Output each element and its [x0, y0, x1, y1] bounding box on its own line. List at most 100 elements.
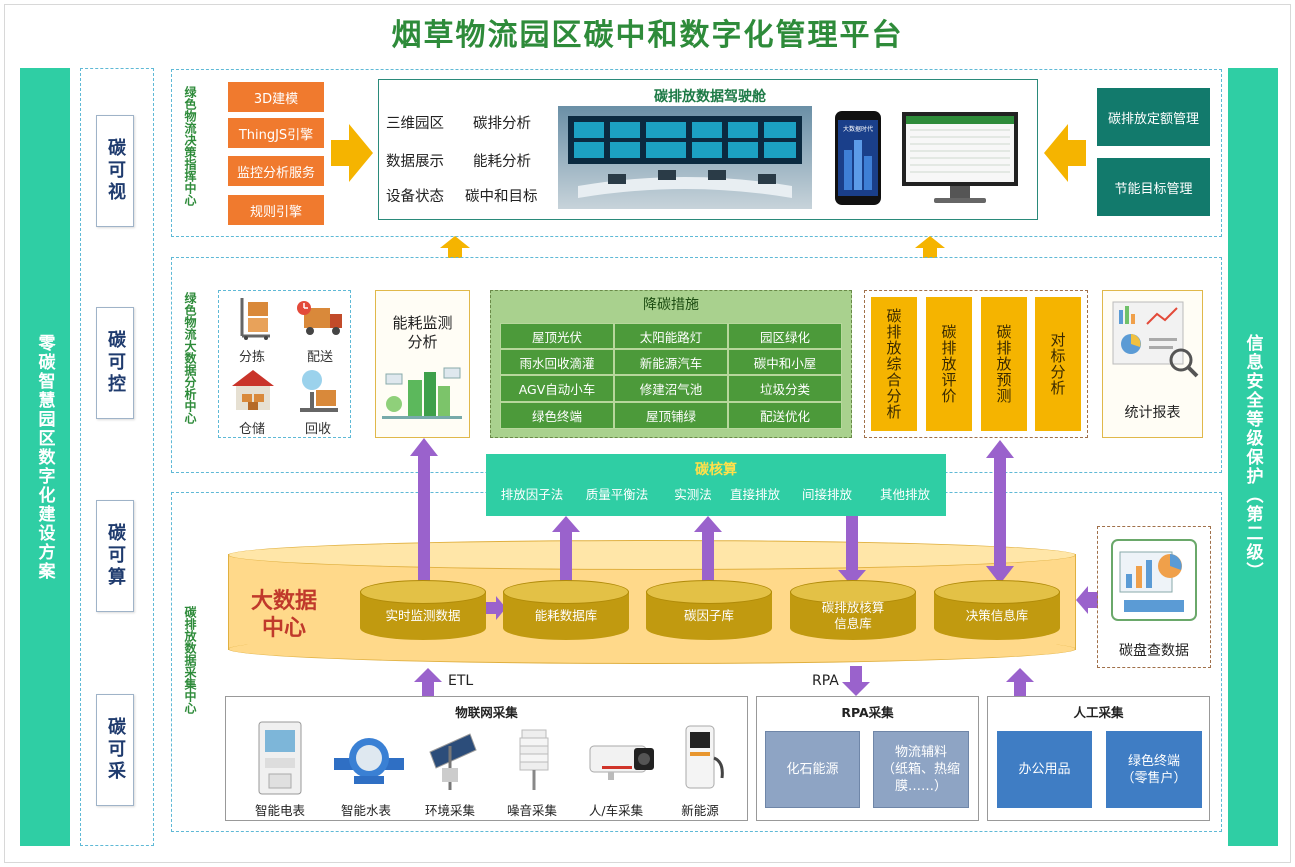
cockpit-item-energy-analysis: 能耗分析: [473, 154, 531, 170]
left-arrow-icon: [1044, 124, 1086, 182]
analysis-center-label: 绿色物流大数据分析中心: [183, 292, 197, 424]
carbon-accounting-bar: [486, 454, 946, 516]
carbon-measures-title: 降碳措施: [643, 297, 699, 313]
report-chart-icon: [1112, 301, 1199, 378]
manual-collection-box: [987, 696, 1210, 821]
monitor-image: [902, 112, 1018, 203]
energy-monitor-box: [375, 290, 470, 438]
analysis-evaluation: 碳排放评价: [926, 297, 972, 431]
rpa-collection-box: [756, 696, 979, 821]
measure-rooftop-pv: 屋顶光伏: [500, 323, 614, 349]
measure-solar-lamp: 太阳能路灯: [614, 323, 728, 349]
db-carbon-accounting: 碳排放核算 信息库: [790, 580, 916, 640]
recycle-icon: [300, 370, 338, 412]
db-energy: 能耗数据库: [503, 580, 629, 640]
db-realtime: 实时监测数据: [360, 580, 486, 640]
rpa-fossil-energy: 化石能源: [765, 731, 860, 808]
logistics-box: [218, 290, 351, 438]
rpa-logistics-materials: 物流辅料 （纸箱、热缩 膜……）: [873, 731, 969, 808]
method-measurement: 实测法: [674, 487, 712, 502]
smart-meter-icon: [258, 721, 302, 795]
method-emission-factor: 排放因子法: [500, 487, 564, 502]
measure-neutral-hut: 碳中和小屋: [728, 349, 842, 375]
cockpit-item-data-display: 数据展示: [386, 154, 444, 170]
energy-target-management: 节能目标管理: [1097, 158, 1210, 216]
db-decision-label: 决策信息库: [965, 608, 1029, 623]
logistics-delivery: 配送: [306, 350, 333, 365]
inventory-data-icon: [1111, 539, 1197, 621]
method-indirect: 间接排放: [801, 487, 852, 502]
device-environment: 环境采集: [424, 803, 475, 818]
left-sidebar: 零碳智慧园区数字化建设方案: [20, 68, 70, 846]
db-energy-label: 能耗数据库: [534, 608, 598, 623]
db-decision: 决策信息库: [934, 580, 1060, 640]
manual-office-supplies: 办公用品: [997, 731, 1092, 808]
db-realtime-label: 实时监测数据: [385, 608, 461, 623]
engine-thingjs: ThingJS引擎: [228, 118, 324, 148]
cockpit-panel: [378, 79, 1038, 220]
phone-caption: 大数据时代: [842, 126, 873, 133]
engine-3d-modeling: 3D建模: [228, 82, 324, 112]
measure-ev: 新能源汽车: [614, 349, 728, 375]
page-frame: [4, 4, 1291, 863]
device-person-vehicle: 人/车采集: [588, 803, 644, 818]
warehouse-icon: [232, 370, 274, 410]
device-new-energy: 新能源: [681, 803, 719, 818]
cockpit-item-device-status: 设备状态: [386, 189, 444, 205]
collection-center-label: 碳排放数据采集中心: [183, 606, 197, 714]
level-calculable: 碳可算: [96, 500, 134, 612]
energy-monitor-title: 能耗监测 分析: [392, 314, 453, 351]
db-carbon-factor: 碳因子库: [646, 580, 772, 640]
levels-column: [80, 68, 154, 846]
mobile-phone-image: [835, 111, 881, 205]
cockpit-item-3d-park: 三维园区: [386, 116, 444, 132]
carbon-accounting-title: 碳核算: [695, 462, 737, 478]
measure-delivery-opt: 配送优化: [728, 402, 842, 429]
environment-sensor-icon: [429, 733, 477, 790]
cockpit-item-carbon-analysis: 碳排分析: [473, 116, 531, 132]
ev-charger-icon: [685, 725, 724, 789]
measure-rainwater: 雨水回收滴灌: [500, 349, 614, 375]
measure-biogas: 修建沼气池: [614, 375, 728, 402]
analysis-box: [864, 290, 1088, 438]
measure-greening: 园区绿化: [728, 323, 842, 349]
device-noise: 噪音采集: [506, 803, 557, 818]
right-arrow-icon: [331, 124, 373, 182]
control-room-image: [558, 106, 812, 209]
measure-green-roof: 屋顶铺绿: [614, 402, 728, 429]
db-carbon-accounting-label: 碳排放核算 信息库: [821, 600, 885, 631]
cockpit-item-neutral-target: 碳中和目标: [465, 189, 538, 205]
device-smart-meter: 智能电表: [254, 803, 305, 818]
decision-center-section: [171, 69, 1222, 237]
level-controllable: 碳可控: [96, 307, 134, 419]
logistics-sorting: 分拣: [238, 350, 265, 365]
carbon-inventory-box: [1097, 526, 1211, 668]
up-arrow-icon: [440, 236, 470, 258]
carbon-inventory-label: 碳盘查数据: [1119, 643, 1189, 659]
measures-grid: 屋顶光伏 太阳能路灯 园区绿化 雨水回收滴灌 新能源汽车 碳中和小屋 AGV自动…: [500, 323, 842, 429]
camera-icon: [589, 745, 654, 780]
level-collectable: 碳可采: [96, 694, 134, 806]
decision-center-label: 绿色物流决策指挥中心: [183, 86, 197, 206]
method-mass-balance: 质量平衡法: [585, 487, 649, 502]
etl-label: ETL: [448, 673, 474, 689]
manual-collection-title: 人工采集: [1073, 705, 1124, 720]
sorting-icon: [240, 298, 270, 340]
carbon-quota-management: 碳排放定额管理: [1097, 88, 1210, 146]
logistics-recycle: 回收: [304, 422, 331, 437]
stats-report-label: 统计报表: [1124, 405, 1181, 421]
analysis-forecast: 碳排放预测: [981, 297, 1027, 431]
measure-agv: AGV自动小车: [500, 375, 614, 402]
water-meter-icon: [334, 738, 404, 784]
db-carbon-factor-label: 碳因子库: [683, 608, 734, 623]
measure-green-terminal: 绿色终端: [500, 402, 614, 429]
delivery-truck-icon: [297, 301, 342, 335]
bigdata-label: 大数据 中心: [250, 589, 317, 641]
right-sidebar: 信息安全等级保护（第二级）: [1228, 68, 1278, 846]
rpa-collection-title: RPA采集: [841, 705, 894, 720]
iot-collection-title: 物联网采集: [455, 705, 518, 720]
logistics-storage: 仓储: [238, 422, 265, 437]
up-arrow-icon: [915, 236, 945, 258]
engine-rule: 规则引擎: [228, 195, 324, 225]
level-visible: 碳可视: [96, 115, 134, 227]
